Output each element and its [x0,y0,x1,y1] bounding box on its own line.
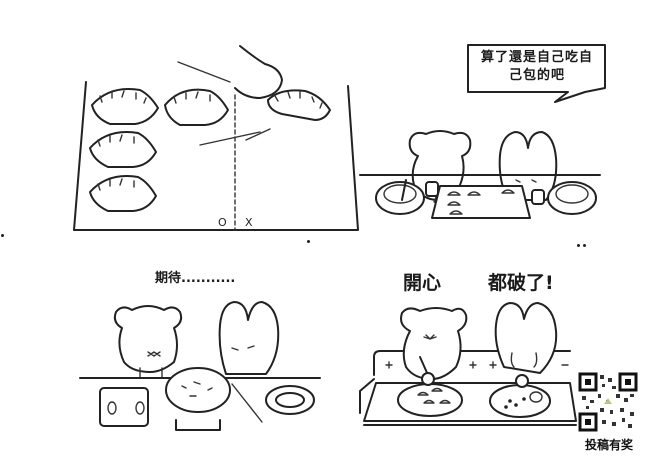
panel-3-caption: 期待........... [155,271,236,286]
speech-bubble-text: 算了還是自己吃自 己包的吧 [470,49,604,85]
good-side-mark: O [218,216,227,229]
panel-2-decide-to-eat: 算了還是自己吃自 己包的吧 [359,40,610,240]
plate-broken-dumplings [489,384,551,418]
bear-character [113,305,183,379]
bench-back [373,350,571,376]
qr-code-icon [578,372,638,432]
decorative-dot [1,234,4,237]
filling-bowl-icon [375,179,425,215]
speech-line-1: 算了還是自己吃自 [480,50,593,65]
qr-code-label: 投稿有奖 [584,438,633,452]
panel-1-dumpling-sorting: O X [70,40,360,240]
bad-side-mark: X [245,216,253,229]
boiling-pot-icon [165,367,231,431]
qr-code[interactable] [578,372,638,432]
panel-3-drawing [79,301,321,431]
cup-icon [531,189,545,205]
dumpling-tray [431,185,531,219]
bunny-character [498,131,558,201]
misshapen-dumpling-icon [267,89,331,121]
cutting-board-icon [99,387,149,427]
panel-2-drawing [359,44,606,219]
dumpling-icon [91,88,159,125]
decorative-dot [577,244,580,247]
panel-4-caption-broken: 都破了! [488,272,554,294]
panel-4-drawing [359,302,577,426]
decorative-dot [307,240,310,243]
bowl-icon [421,372,435,386]
plate-icon [265,385,315,415]
filling-bowl-icon [547,181,597,215]
dumpling-icon [89,175,157,212]
hand-icon [234,45,283,99]
board-outline [73,81,359,231]
panel-4-eating [340,295,580,445]
speech-line-2: 己包的吧 [508,68,565,83]
panel-1-drawing: O X [73,45,359,231]
dumpling-icon [164,88,229,126]
panel-3-waiting [70,290,330,440]
bunny-character [218,301,280,375]
bunny-character [494,302,558,374]
cup-icon [425,181,439,197]
panel-4-caption-happy: 開心 [403,272,442,294]
bowl-icon [515,374,529,388]
speech-bubble [467,44,606,103]
dumpling-icon [89,131,157,168]
bear-character [400,307,468,380]
decorative-dot [583,244,586,247]
